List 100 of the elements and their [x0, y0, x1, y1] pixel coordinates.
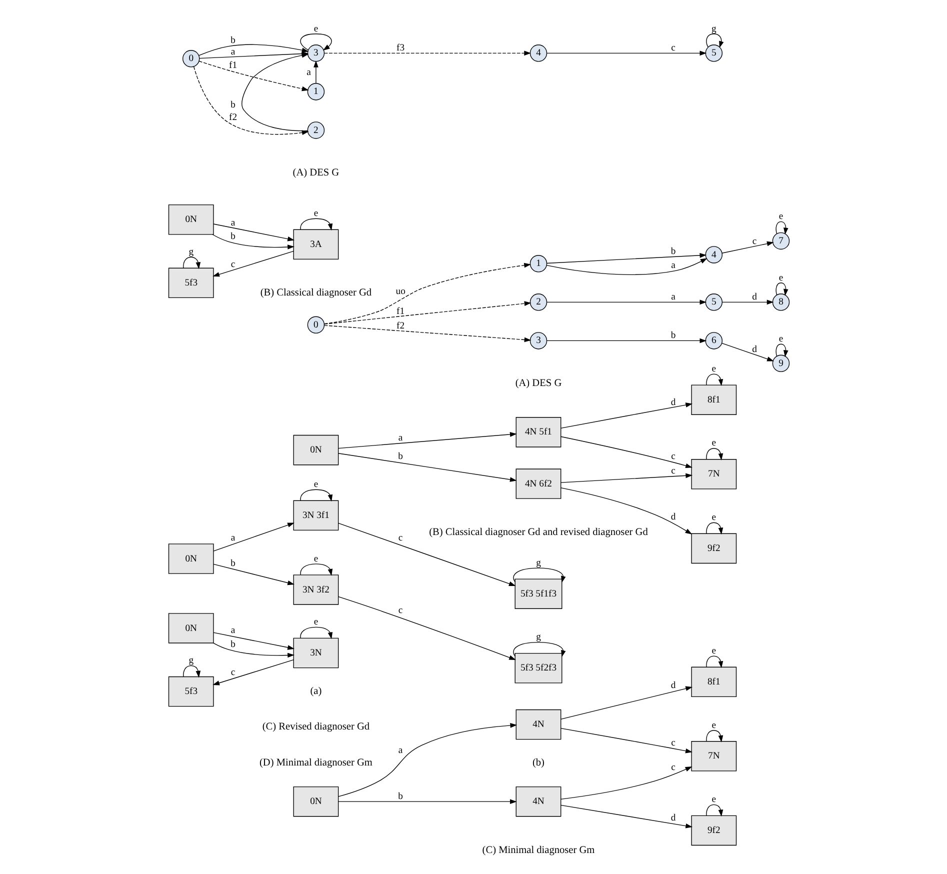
arrow [776, 221, 788, 235]
node-circle: 8 [772, 294, 790, 311]
node-box: 0N [293, 786, 339, 817]
arrow [338, 453, 517, 482]
arrow [198, 60, 309, 92]
arrow [560, 436, 692, 468]
edge-label: b [670, 246, 676, 258]
edge-label: b [398, 451, 403, 462]
arrow [338, 596, 516, 660]
arrow [560, 766, 692, 800]
node-box: 4N [516, 786, 562, 817]
edge-label: f1 [229, 60, 238, 71]
node-box: 4N 6f2 [516, 468, 562, 499]
node-box: 3N [293, 638, 339, 668]
edge-label: a [230, 625, 236, 636]
arrow [513, 642, 566, 658]
edge-label: f1 [396, 306, 405, 318]
node-circle: 3 [530, 332, 548, 350]
edge-label: e [778, 211, 784, 222]
edge-label: b [398, 790, 403, 802]
arrow [706, 374, 724, 386]
arrow [242, 52, 309, 132]
arrow [546, 258, 708, 275]
node-box: 0N [293, 434, 339, 466]
arrow [193, 66, 309, 135]
label: (A) DES G [515, 378, 562, 389]
edge-label: e [314, 616, 318, 628]
arrow [722, 241, 774, 254]
edge-label: d [670, 812, 676, 824]
node-box: 3N 3f1 [293, 500, 339, 531]
label: (b) [532, 757, 544, 768]
arrow [213, 642, 294, 658]
arrow [706, 448, 724, 460]
arrow [213, 632, 295, 650]
node-box: 4N 5f1 [516, 417, 562, 448]
edge-label: a [398, 744, 403, 756]
node-box: 3A [293, 229, 339, 260]
node-circle: 4 [705, 246, 723, 264]
edge-label: a [398, 432, 403, 444]
arrow [560, 728, 692, 754]
arrow [722, 342, 774, 362]
edge-label: d [670, 512, 676, 523]
arrow [776, 282, 788, 296]
arrow [560, 402, 693, 428]
node-box: 8f1 [691, 384, 737, 415]
edge-label: b [230, 99, 236, 110]
edge-label: d [670, 680, 676, 692]
arrow [776, 344, 788, 358]
arrow [300, 34, 332, 51]
arrow [183, 665, 201, 678]
node-circle: 5 [705, 44, 723, 62]
edge-label: c [671, 42, 676, 54]
label: (D) Minimal diagnoser Gm [259, 757, 372, 768]
arrow [560, 686, 693, 720]
edge-label: e [314, 23, 318, 34]
arrow [300, 626, 333, 640]
node-box: 5f3 5f1f3 [514, 578, 562, 609]
arrow [560, 487, 692, 534]
edge-label: b [670, 330, 676, 342]
node-box: 5f3 [168, 676, 214, 707]
edge-label: e [712, 794, 716, 806]
edge-label: c [230, 259, 236, 270]
node-circle: 3 [307, 44, 325, 62]
edge-label: a [230, 46, 236, 58]
edge-label: a [230, 217, 236, 228]
node-circle: 2 [530, 294, 548, 311]
node-box: 7N [691, 741, 737, 772]
node-circle: 5 [705, 294, 723, 311]
arrow [213, 564, 294, 586]
edge-label: f3 [396, 42, 405, 54]
node-box: 5f3 [168, 268, 214, 298]
label: (B) Classical diagnoser Gd and revised diagnoser Gd [429, 527, 648, 538]
edge-label: e [778, 272, 784, 284]
arrow [212, 250, 294, 277]
edge-label: b [230, 231, 236, 242]
arrow [546, 50, 707, 56]
edge-label: g [536, 557, 541, 568]
arrow [338, 522, 516, 586]
label: (C) Revised diagnoser Gd [262, 722, 370, 733]
node-box: 7N [691, 459, 737, 490]
arrow [546, 253, 707, 264]
edge-label: c [752, 236, 757, 247]
node-box: 3N 3f2 [293, 574, 339, 605]
label: (a) [310, 686, 322, 697]
node-box: 4N [516, 709, 562, 740]
edge-label: c [671, 451, 676, 462]
arrow [213, 522, 294, 552]
edge-label: g [188, 655, 194, 666]
arrow [213, 224, 295, 242]
edge-label: e [712, 720, 716, 731]
edge-label: a [671, 292, 676, 303]
edge-label: e [712, 438, 716, 449]
edge-label: c [398, 532, 403, 544]
node-box: 0N [168, 204, 214, 235]
arrow [338, 432, 517, 449]
arrow [183, 256, 201, 270]
arrow [722, 300, 774, 305]
node-box: 0N [168, 613, 214, 644]
arrow [324, 50, 532, 56]
edge-label: e [712, 363, 716, 374]
